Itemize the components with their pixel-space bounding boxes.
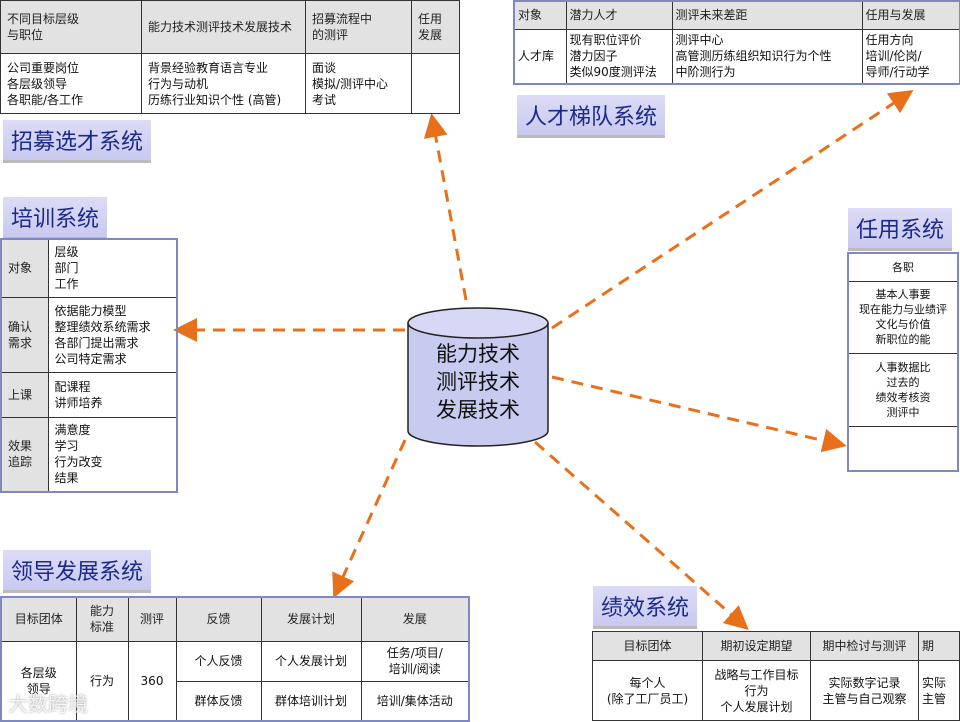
cell	[411, 53, 460, 114]
header-cell: 发展计划	[260, 596, 362, 642]
cell: 满意度 学习 行为改变 结果	[47, 416, 178, 493]
center-line: 能力技术	[436, 342, 520, 366]
row-label: 效果 追踪	[0, 416, 49, 493]
cell: 群体培训计划	[260, 680, 362, 722]
leadership-title: 领导发展系统	[3, 550, 152, 590]
header-cell: 招募流程中 的测评	[305, 0, 412, 54]
cell: 人事数据比 过去的 绩效考核资 测评中	[847, 352, 959, 427]
cell: 依据能力模型 整理绩效系统需求 各部门提出需求 公司特定需求	[47, 296, 178, 373]
cell: 每个人 (除了工厂员工)	[592, 660, 703, 721]
header-cell: 期初设定期望	[702, 631, 811, 661]
header-cell: 目标团体	[0, 596, 77, 642]
cell: 群体反馈	[175, 680, 262, 722]
row-label: 对象	[0, 238, 49, 298]
header-cell: 测评未来差距	[671, 0, 863, 30]
cell: 360	[127, 640, 177, 722]
cell	[847, 425, 959, 472]
cell: 培训/集体活动	[360, 680, 470, 722]
header-cell: 能力技术测评技术发展技术	[141, 0, 306, 54]
header-cell: 对象	[513, 0, 567, 30]
center-line: 测评技术	[436, 370, 520, 394]
header-cell: 任用 发展	[411, 0, 460, 54]
header-cell: 不同目标层级 与职位	[0, 0, 142, 54]
arrow-to-recruit	[423, 113, 468, 301]
performance-table: 目标团体期初设定期望期中检讨与测评期 每个人 (除了工厂员工)战略与工作目标 行…	[592, 631, 960, 721]
cell: 测评中心 高管测历练组织知识行为个性 中阶测行为	[671, 28, 863, 85]
center-cylinder	[407, 307, 549, 447]
training-table: 对象层级 部门 工作 确认 需求依据能力模型 整理绩效系统需求 各部门提出需求 …	[0, 238, 178, 493]
header-cell: 期中检讨与测评	[810, 631, 919, 661]
header-cell: 任用与发展	[861, 0, 960, 30]
training-title: 培训系统	[3, 197, 108, 237]
center-line: 发展技术	[436, 398, 520, 422]
center-label: 能力技术 测评技术 发展技术	[407, 340, 549, 424]
talent-table: 对象潜力人才测评未来差距任用与发展 人才库现有职位评价 潜力因子 类似90度测评…	[513, 0, 960, 85]
arrow-to-performance	[534, 440, 749, 630]
cell: 配课程 讲师培养	[47, 371, 178, 418]
header-cell: 期	[918, 631, 960, 661]
header-cell: 测评	[127, 596, 177, 642]
cell: 个人反馈	[175, 640, 262, 682]
cell: 战略与工作目标 行为 个人发展计划	[702, 660, 811, 721]
arrow-to-appoint	[551, 375, 847, 453]
talent-title: 人才梯队系统	[517, 95, 666, 135]
cell: 现有职位评价 潜力因子 类似90度测评法	[565, 28, 673, 85]
watermark: 大数跨境	[8, 692, 88, 716]
header-cell: 能力 标准	[75, 596, 129, 642]
cell: 层级 部门 工作	[47, 238, 178, 298]
cell: 背景经验教育语言专业 行为与动机 历练行业知识个性 (高管)	[141, 53, 306, 114]
recruit-title: 招募选才系统	[3, 120, 152, 160]
appoint-title: 任用系统	[848, 208, 953, 248]
cell: 实际数字记录 主管与自己观察	[810, 660, 919, 721]
header-cell: 反馈	[175, 596, 262, 642]
cell: 个人发展计划	[260, 640, 362, 682]
cell: 面谈 模拟/测评中心 考试	[305, 53, 412, 114]
appoint-table: 各职 基本人事要 现在能力与业绩评 文化与价值 新职位的能 人事数据比 过去的 …	[847, 252, 959, 472]
row-label: 确认 需求	[0, 296, 49, 373]
cell: 行为	[75, 640, 129, 722]
header-cell: 潜力人才	[565, 0, 673, 30]
cell: 基本人事要 现在能力与业绩评 文化与价值 新职位的能	[847, 280, 959, 354]
header-cell: 发展	[360, 596, 470, 642]
cell: 人才库	[513, 28, 567, 85]
cell: 任务/项目/ 培训/阅读	[360, 640, 470, 682]
header-cell: 目标团体	[592, 631, 703, 661]
cell: 实际 主管	[918, 660, 960, 721]
cell: 公司重要岗位 各层级领导 各职能/各工作	[0, 53, 142, 114]
arrow-to-leadership	[332, 439, 407, 599]
recruit-table: 不同目标层级 与职位能力技术测评技术发展技术招募流程中 的测评任用 发展 公司重…	[0, 0, 460, 114]
cell: 任用方向 培训/伦岗/ 导师/行动学	[861, 28, 960, 85]
cell: 各职	[847, 252, 959, 282]
row-label: 上课	[0, 371, 49, 418]
arrow-to-talent	[551, 90, 914, 330]
performance-title: 绩效系统	[593, 586, 698, 626]
